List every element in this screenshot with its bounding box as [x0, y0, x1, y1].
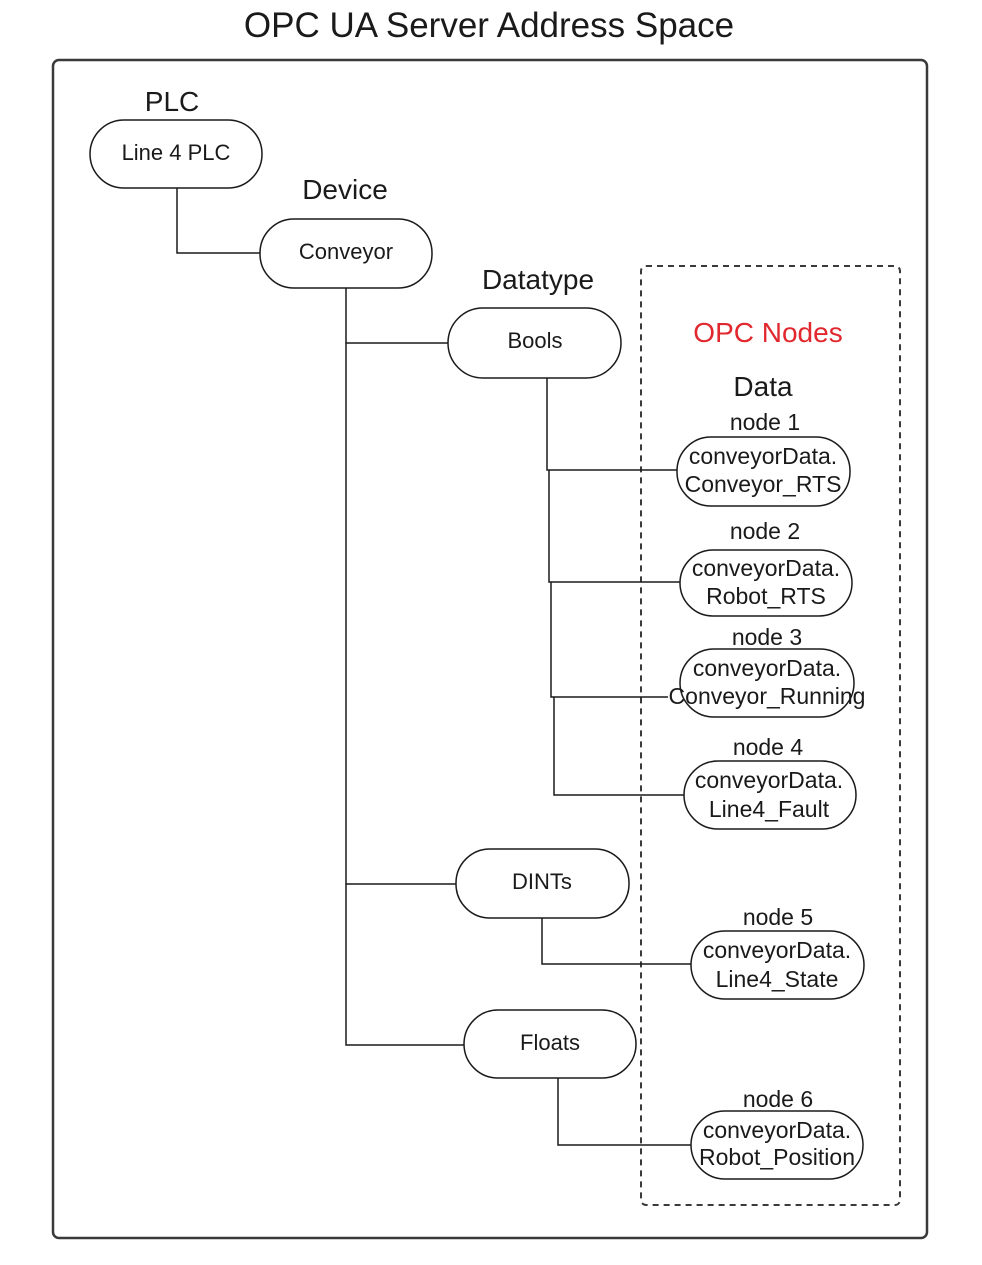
opc-node-3[interactable]: node 3 conveyorData. Conveyor_Running — [669, 624, 866, 718]
device-node[interactable]: Conveyor — [259, 218, 433, 289]
opc-node-tag-prefix: conveyorData. — [695, 767, 843, 793]
connectors — [176, 188, 691, 1146]
opc-node-tag-name: Robot_Position — [699, 1144, 855, 1170]
plc-node-label: Line 4 PLC — [122, 140, 231, 165]
opc-node-tag-prefix: conveyorData. — [692, 555, 840, 581]
opc-node-tag-name: Conveyor_Running — [669, 683, 866, 709]
datatype-node-label: Floats — [520, 1030, 580, 1055]
opc-node-number: node 5 — [743, 904, 813, 930]
opc-node-2[interactable]: node 2 conveyorData. Robot_RTS — [679, 518, 853, 617]
opc-node-number: node 2 — [730, 518, 800, 544]
opc-node-tag-prefix: conveyorData. — [703, 1117, 851, 1143]
opc-nodes-label: OPC Nodes — [693, 317, 842, 348]
connector-dints-node5 — [541, 918, 691, 965]
plc-node[interactable]: Line 4 PLC — [89, 119, 263, 189]
opc-node-6[interactable]: node 6 conveyorData. Robot_Position — [690, 1086, 864, 1180]
opc-node-tag-name: Line4_State — [716, 966, 839, 992]
datatype-node-dints[interactable]: DINTs — [455, 848, 630, 919]
outer-frame — [51, 58, 929, 1240]
opc-node-5[interactable]: node 5 conveyorData. Line4_State — [690, 904, 865, 1000]
level-label-data: Data — [733, 371, 793, 402]
opc-node-tag-name: Line4_Fault — [709, 796, 830, 822]
connector-bools-node3 — [550, 582, 668, 698]
datatype-node-label: DINTs — [512, 869, 572, 894]
connector-device-floats — [345, 884, 464, 1046]
opc-node-number: node 4 — [733, 734, 804, 760]
connector-device-bools — [345, 288, 448, 344]
diagram-title: OPC UA Server Address Space — [244, 6, 734, 45]
connector-floats-node6 — [557, 1078, 691, 1146]
connector-bools-node4 — [553, 697, 684, 796]
connector-plc-device — [176, 188, 260, 254]
device-node-label: Conveyor — [299, 239, 393, 264]
opc-node-tag-name: Robot_RTS — [706, 583, 826, 609]
opc-node-tag-prefix: conveyorData. — [689, 443, 837, 469]
opc-node-4[interactable]: node 4 conveyorData. Line4_Fault — [683, 734, 857, 830]
level-label-plc: PLC — [145, 86, 199, 117]
datatype-node-bools[interactable]: Bools — [447, 307, 622, 379]
level-label-datatype: Datatype — [482, 264, 594, 295]
connector-bools-node1 — [546, 378, 677, 471]
opc-node-tag-prefix: conveyorData. — [703, 937, 851, 963]
datatype-node-floats[interactable]: Floats — [463, 1009, 637, 1079]
opc-node-1[interactable]: node 1 conveyorData. Conveyor_RTS — [676, 409, 851, 507]
opc-node-tag-name: Conveyor_RTS — [685, 471, 842, 497]
opc-node-number: node 6 — [743, 1086, 813, 1112]
level-label-device: Device — [302, 174, 388, 205]
opc-node-number: node 3 — [732, 624, 802, 650]
opc-node-tag-prefix: conveyorData. — [693, 655, 841, 681]
opc-nodes-region — [640, 265, 901, 1206]
connector-device-dints — [345, 343, 456, 885]
connector-bools-node2 — [548, 470, 680, 583]
datatype-node-label: Bools — [507, 328, 562, 353]
opc-node-number: node 1 — [730, 409, 800, 435]
